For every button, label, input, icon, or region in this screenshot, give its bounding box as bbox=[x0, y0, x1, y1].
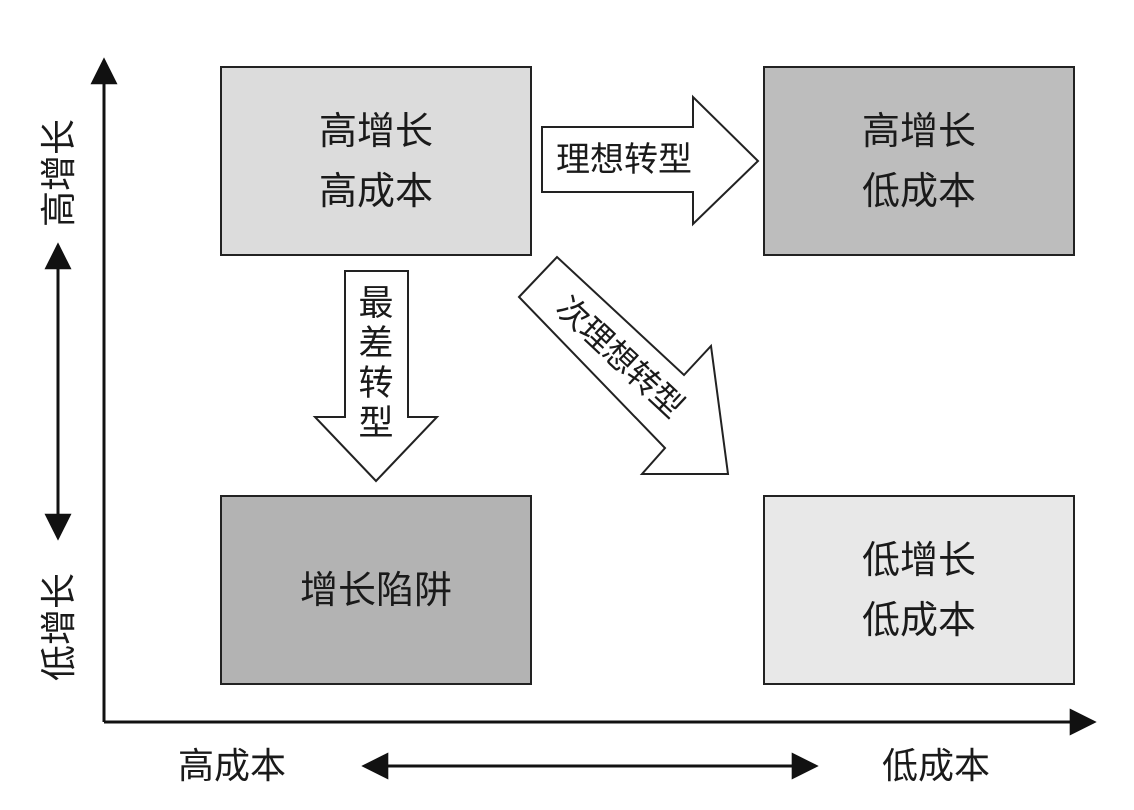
quadrant-line-2: 低成本 bbox=[861, 169, 976, 213]
ideal-transformation-label: 理想转型 bbox=[556, 140, 692, 180]
quadrant-line-1: 增长陷阱 bbox=[299, 568, 452, 612]
ideal-transformation-arrow bbox=[541, 94, 760, 227]
y-axis-top-label: 高增长 bbox=[39, 119, 80, 228]
quadrant-line-2: 高成本 bbox=[318, 169, 433, 213]
worst-transformation-arrow bbox=[312, 270, 440, 483]
quadrant-line-1: 高增长 bbox=[318, 109, 433, 153]
worst-transformation-label: 最 差 转 型 bbox=[356, 284, 396, 444]
x-axis-right-label: 低成本 bbox=[882, 746, 991, 787]
worst-char-2: 差 bbox=[358, 324, 394, 364]
quadrant-high-growth-low-cost: 高增长 低成本 bbox=[763, 66, 1075, 256]
quadrant-line-1: 低增长 bbox=[861, 538, 976, 582]
worst-char-4: 型 bbox=[358, 404, 394, 444]
y-axis-bottom-label: 低增长 bbox=[39, 573, 80, 682]
quadrant-line-1: 高增长 bbox=[861, 109, 976, 153]
quadrant-low-growth-low-cost: 低增长 低成本 bbox=[763, 495, 1075, 685]
quadrant-growth-trap: 增长陷阱 bbox=[220, 495, 532, 685]
worst-char-1: 最 bbox=[358, 284, 394, 324]
quadrant-high-growth-high-cost: 高增长 高成本 bbox=[220, 66, 532, 256]
quadrant-line-2: 低成本 bbox=[861, 598, 976, 642]
worst-char-3: 转 bbox=[358, 364, 394, 404]
second-ideal-transformation-arrow bbox=[517, 255, 730, 475]
x-axis-left-label: 高成本 bbox=[178, 746, 287, 787]
